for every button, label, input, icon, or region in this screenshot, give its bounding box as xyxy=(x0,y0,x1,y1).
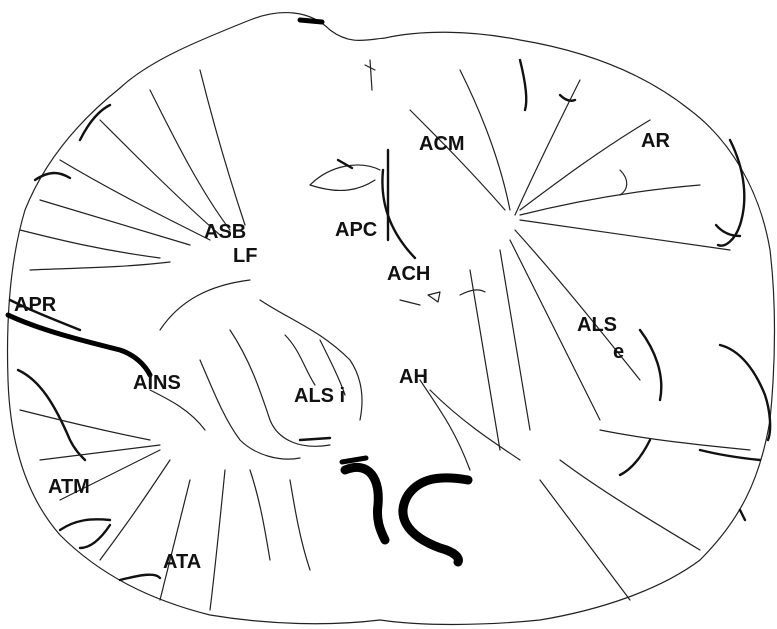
label-acm: ACM xyxy=(419,134,465,154)
label-ar: AR xyxy=(641,131,670,151)
left-vessels xyxy=(8,70,245,610)
central-vessels xyxy=(342,458,468,562)
label-als-e-sub: e xyxy=(613,342,624,362)
label-als-e-main: ALS xyxy=(577,315,617,335)
label-ata: ATA xyxy=(163,552,201,572)
label-atm: ATM xyxy=(48,477,90,497)
ach-detail xyxy=(400,290,485,305)
label-lf: LF xyxy=(233,246,257,266)
label-asb: ASB xyxy=(204,222,246,242)
label-ah: AH xyxy=(399,367,428,387)
left-central-gyri xyxy=(150,280,362,570)
label-ains: AINS xyxy=(133,373,181,393)
label-apr: APR xyxy=(14,295,56,315)
cortex-outline xyxy=(8,13,775,625)
label-apc: APC xyxy=(335,220,377,240)
label-als-i: ALS i xyxy=(294,386,345,406)
label-ach: ACH xyxy=(387,264,430,284)
